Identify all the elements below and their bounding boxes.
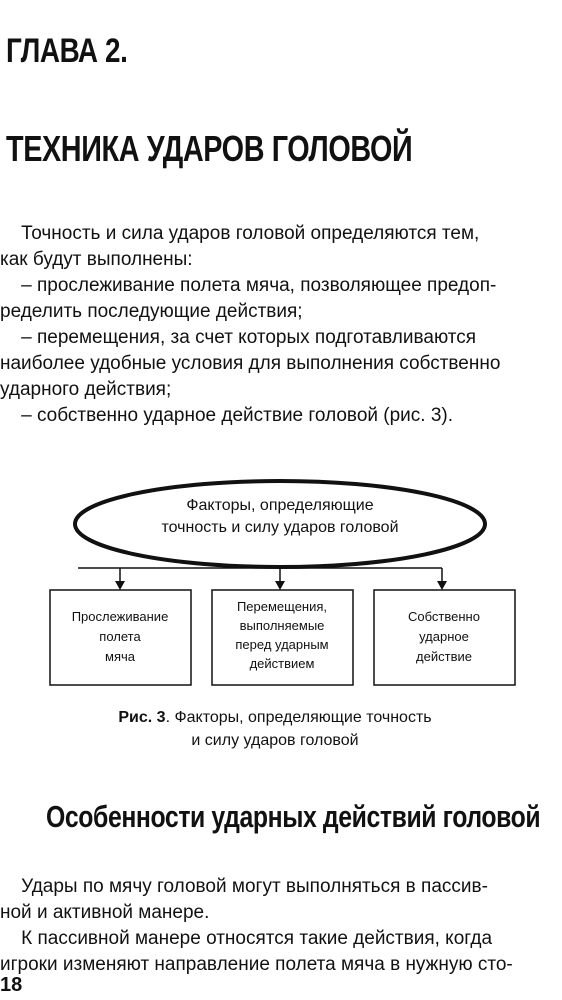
- box-3-line-1: Собственно: [408, 609, 480, 624]
- box-2-line-4: действием: [250, 656, 315, 671]
- caption-line-1: . Факторы, определяющие точность: [165, 709, 432, 726]
- chapter-title: ТЕХНИКА УДАРОВ ГОЛОВОЙ: [6, 128, 413, 169]
- box-2-line-3: перед ударным: [235, 637, 328, 652]
- box-3-line-2: ударное: [419, 629, 469, 644]
- section-paragraph: Удары по мячу головой могут выполняться …: [0, 876, 513, 975]
- box-1-line-3: мяча: [105, 649, 136, 664]
- factor-box-tracking: [49, 589, 192, 686]
- box-3-line-3: действие: [416, 649, 472, 664]
- figure-caption: Рис. 3. Факторы, определяющие точность и…: [40, 706, 510, 752]
- arrowhead-left: [115, 581, 125, 590]
- section-title: Особенности ударных действий головой: [46, 799, 541, 834]
- box-2-line-2: выполняемые: [240, 618, 325, 633]
- factors-diagram: Факторы, определяющие точность и силу уд…: [49, 479, 516, 686]
- box-1-line-1: Прослеживание: [72, 609, 169, 624]
- figure-label: Рис. 3: [118, 709, 166, 726]
- arrowhead-right: [437, 581, 447, 590]
- arrowhead-center: [275, 581, 285, 590]
- page-number: 18: [0, 974, 23, 996]
- chapter-label: ГЛАВА 2.: [6, 32, 128, 70]
- ellipse-line-1: Факторы, определяющие: [186, 497, 373, 514]
- intro-paragraph: Точность и сила ударов головой определяю…: [0, 223, 501, 426]
- caption-line-2: и силу ударов головой: [191, 732, 359, 749]
- factor-box-strike: [373, 589, 516, 686]
- box-1-line-2: полета: [99, 629, 141, 644]
- ellipse-line-2: точность и силу ударов головой: [161, 519, 398, 536]
- factors-ellipse: [73, 479, 487, 569]
- box-2-line-1: Перемещения,: [237, 599, 327, 614]
- factor-box-movement: [211, 589, 354, 686]
